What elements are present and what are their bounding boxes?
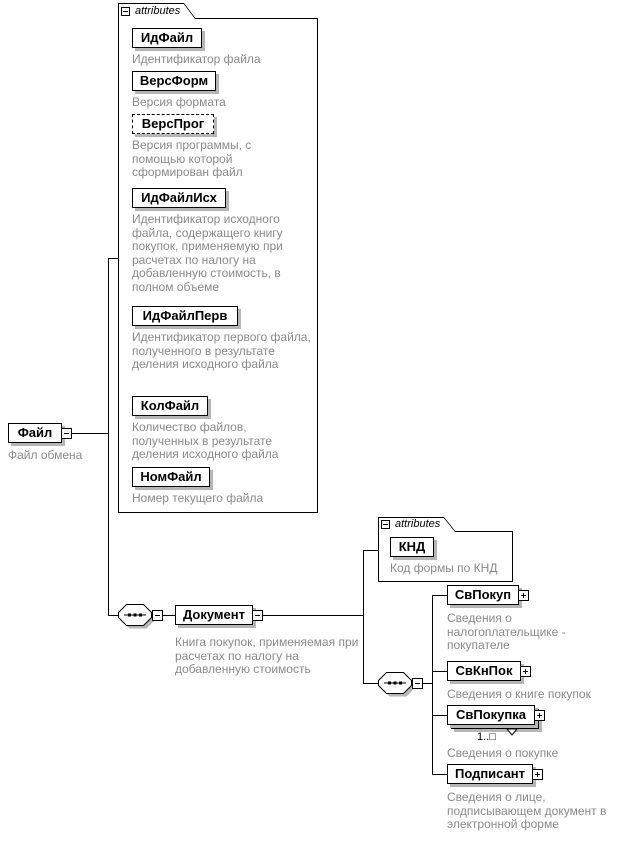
attributes-label: attributes (395, 518, 441, 530)
attribute-idfileish[interactable]: ИдФайлИсх (132, 188, 226, 208)
expand-icon[interactable] (532, 769, 543, 780)
collapse-icon[interactable] (252, 610, 263, 621)
connector-line (363, 550, 378, 551)
annotation-text: Код формы по КНД (390, 561, 498, 575)
annotation-text: Номер текущего файла (132, 491, 264, 505)
connector-line (432, 595, 433, 775)
collapse-icon[interactable] (152, 610, 163, 621)
annotation-text: Версия формата (132, 95, 226, 109)
expand-icon[interactable] (518, 590, 529, 601)
collapse-icon[interactable] (121, 7, 130, 16)
annotation-text: Сведения о покупке (447, 746, 559, 760)
element-svpokup[interactable]: СвПокуп (447, 585, 519, 605)
connector-line (72, 433, 108, 434)
connector-line (363, 550, 364, 684)
attribute-versprog[interactable]: ВерсПрог (132, 114, 214, 134)
sequence-icon[interactable] (378, 672, 417, 704)
attribute-idfile[interactable]: ИдФайл (132, 28, 202, 48)
collapse-icon[interactable] (61, 428, 72, 439)
annotation-text: Идентификатор исходного файла, содержаще… (132, 212, 283, 294)
occurrence-label: 1..□ (477, 731, 496, 743)
sequence-icon[interactable] (118, 604, 157, 636)
annotation-text: Количество файлов, полученных в результа… (132, 420, 279, 461)
collapse-icon[interactable] (381, 520, 390, 529)
annotation-text: Файл обмена (8, 448, 83, 462)
connector-line (108, 615, 118, 616)
file-attributes-container (118, 18, 318, 513)
connector-line (423, 683, 432, 684)
connector-line (432, 715, 447, 716)
attribute-nomfile[interactable]: НомФайл (132, 467, 210, 487)
attribute-idfileperv[interactable]: ИдФайлПерв (132, 306, 238, 326)
attributes-label: attributes (135, 5, 181, 17)
collapse-icon[interactable] (412, 678, 423, 689)
expand-icon[interactable] (534, 710, 545, 721)
document-attributes-tab (378, 517, 456, 532)
connector-line (432, 671, 447, 672)
annotation-text: Книга покупок, применяемая при расчетах … (175, 635, 359, 676)
annotation-text: Версия программы, с помощью которой сфор… (132, 138, 252, 179)
element-podpisant[interactable]: Подписант (447, 764, 533, 784)
attribute-kolfile[interactable]: КолФайл (132, 396, 208, 416)
connector-line (108, 258, 118, 259)
connector-line (432, 595, 447, 596)
connector-line (163, 615, 175, 616)
connector-line (263, 615, 363, 616)
attribute-versform[interactable]: ВерсФорм (132, 71, 216, 91)
connector-line (363, 683, 378, 684)
file-attributes-tab (118, 3, 196, 19)
annotation-text: Сведения о лице, подписывающем документ … (447, 790, 607, 831)
element-svpokupka[interactable]: СвПокупка (447, 705, 535, 725)
annotation-text: Идентификатор первого файла, полученного… (132, 330, 311, 371)
repeat-chevron-icon (505, 723, 519, 741)
element-document[interactable]: Документ (175, 605, 253, 625)
annotation-text: Сведения о налогоплательщике - покупател… (447, 611, 566, 652)
attribute-knd[interactable]: КНД (390, 537, 434, 557)
element-svknpok[interactable]: СвКнПок (447, 661, 521, 681)
annotation-text: Сведения о книге покупок (447, 687, 591, 701)
connector-line (108, 258, 109, 616)
connector-line (432, 774, 447, 775)
annotation-text: Идентификатор файла (132, 52, 261, 66)
expand-icon[interactable] (520, 666, 531, 677)
element-file[interactable]: Файл (8, 423, 62, 443)
